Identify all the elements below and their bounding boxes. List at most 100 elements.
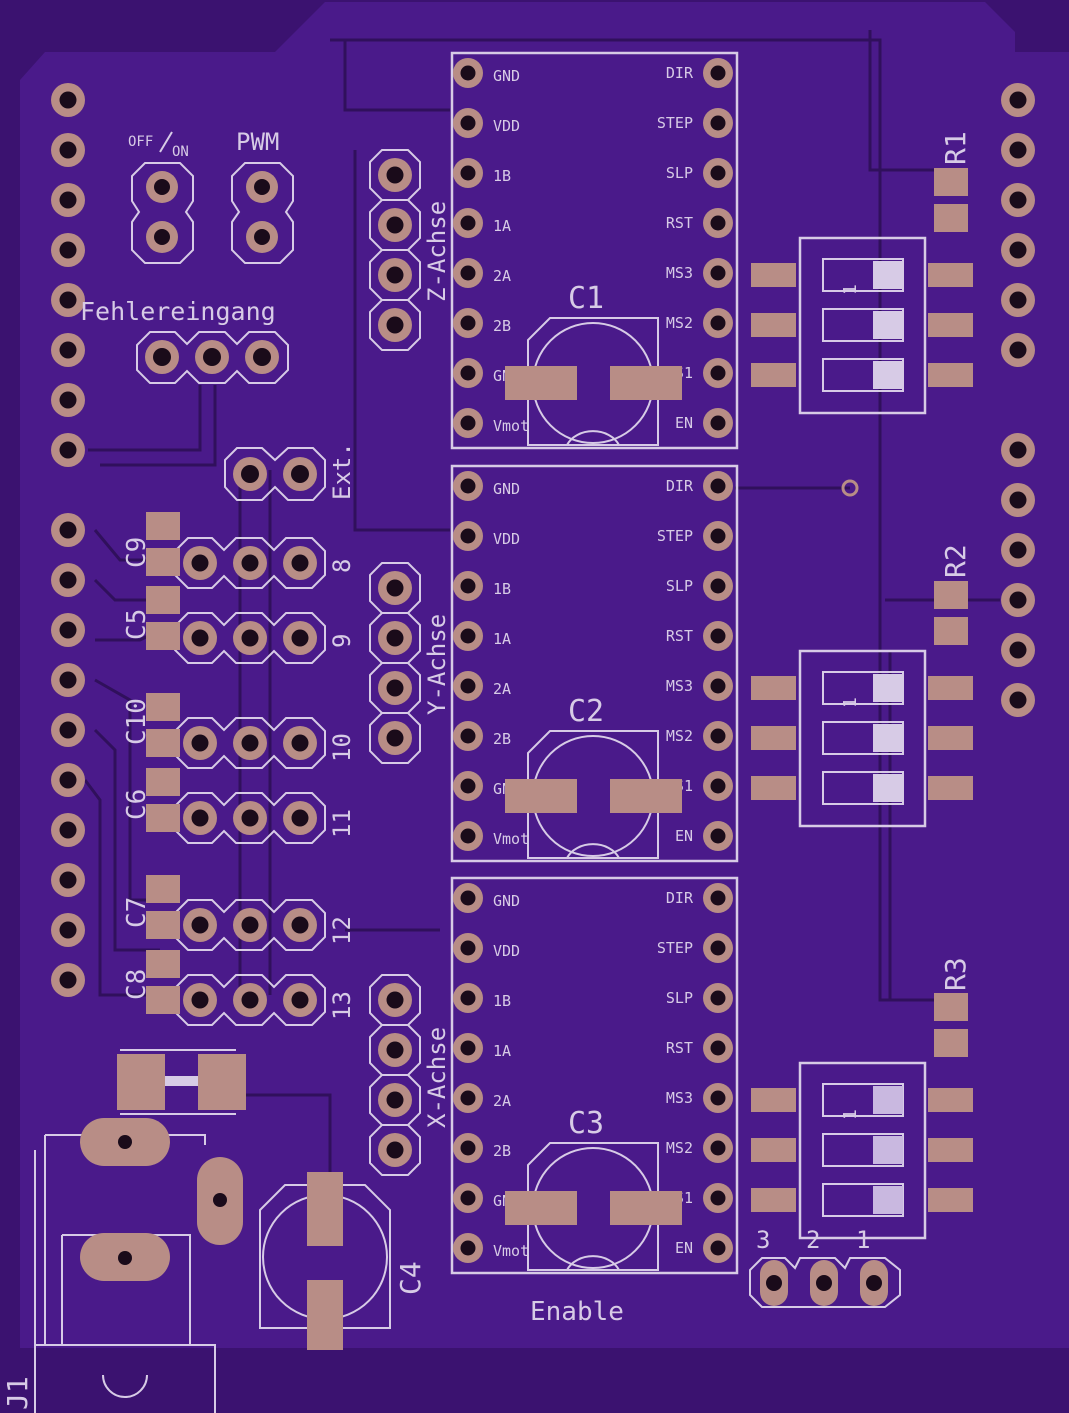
driver-pin-label: DIR	[666, 477, 694, 495]
capacitor-c4: C4	[259, 1172, 427, 1350]
pin12-label: 12	[328, 916, 356, 945]
capacitor-pad	[505, 1191, 577, 1225]
dip-number-label: 1	[840, 284, 861, 295]
driver-pin-label: STEP	[657, 527, 693, 545]
enable-label: Enable	[530, 1297, 624, 1327]
driver-pin-label: GND	[493, 67, 520, 85]
ext-label: Ext.	[328, 442, 356, 500]
dip-number-label: 1	[840, 1109, 861, 1120]
pwm-label: PWM	[236, 128, 279, 156]
c9-label: C9	[122, 537, 152, 568]
driver-pin-label: Vmot	[493, 417, 529, 435]
dip-pad	[928, 1188, 973, 1212]
stepper-drivers: GNDDIRVDDSTEP1BSLP1ARST2AMS32BMS2GNDMS1V…	[450, 51, 739, 1275]
off-on-jumper: OFF ON	[128, 131, 194, 264]
capacitor-pad	[610, 779, 682, 813]
dip-pad	[928, 363, 973, 387]
servo-row	[174, 899, 326, 951]
capacitor-pad	[146, 622, 180, 650]
driver-pin-label: 2A	[493, 267, 511, 285]
dip-pad	[751, 363, 796, 387]
dip-switches: 1 1 1	[751, 168, 973, 1240]
driver-z: GNDDIRVDDSTEP1BSLP1ARST2AMS32BMS2GNDMS1V…	[450, 51, 739, 450]
capacitor-pad	[505, 366, 577, 400]
y-axis-connector	[369, 562, 421, 764]
c5-label: C5	[122, 609, 152, 640]
capacitor-pad	[146, 548, 180, 576]
driver-pin-label: DIR	[666, 889, 694, 907]
r3-label: R3	[939, 957, 972, 991]
dip-pad	[751, 676, 796, 700]
capacitor-pad	[146, 512, 180, 540]
driver-pin-label: 2B	[493, 1142, 511, 1160]
dip-pad	[928, 676, 973, 700]
dip-switch: 1	[751, 581, 973, 828]
dip-switch: 1	[751, 168, 973, 415]
servo-row	[174, 974, 326, 1026]
fehlereingang-connector: Fehlereingang	[80, 297, 289, 384]
dip-number-label: 1	[840, 697, 861, 708]
servo-row	[174, 717, 326, 769]
dc-jack-j1: J1	[1, 1118, 243, 1413]
on-label: ON	[172, 144, 189, 160]
c7-label: C7	[122, 897, 152, 928]
right-header	[1001, 83, 1035, 717]
capacitor-pad	[146, 804, 180, 832]
driver-pin-label: GND	[493, 480, 520, 498]
dip-pad	[751, 776, 796, 800]
dip-pad	[928, 313, 973, 337]
off-label: OFF	[128, 134, 153, 150]
driver-x: GNDDIRVDDSTEP1BSLP1ARST2AMS32BMS2GNDMS1V…	[450, 876, 739, 1275]
resistor-pad	[934, 1029, 968, 1057]
pin9-label: 9	[328, 634, 356, 648]
c6-label: C6	[122, 789, 152, 820]
driver-pin-label: MS2	[666, 1139, 693, 1157]
resistor-pad	[934, 993, 968, 1021]
resistor-pad	[934, 617, 968, 645]
r1-label: R1	[939, 131, 972, 165]
driver-pin-label: SLP	[666, 989, 693, 1007]
dip-pad	[751, 263, 796, 287]
c1-label: C1	[568, 281, 604, 316]
driver-pin-label: 2A	[493, 680, 511, 698]
driver-pin-label: 1A	[493, 630, 511, 648]
servo-rows	[146, 512, 326, 1026]
dip-pad	[751, 313, 796, 337]
driver-pin-label: Vmot	[493, 1242, 529, 1260]
axis-connectors	[369, 149, 421, 1176]
dip-pad	[751, 726, 796, 750]
dip-pad	[928, 263, 973, 287]
driver-pin-label: RST	[666, 214, 693, 232]
resistor-pad	[934, 581, 968, 609]
c10-label: C10	[122, 698, 152, 745]
driver-pin-label: SLP	[666, 577, 693, 595]
dip-pad	[928, 1088, 973, 1112]
driver-pin-label: MS2	[666, 314, 693, 332]
driver-pin-label: RST	[666, 1039, 693, 1057]
c8-label: C8	[122, 969, 152, 1000]
resistor-pad	[934, 168, 968, 196]
driver-pin-label: 1B	[493, 167, 511, 185]
pin8-label: 8	[328, 559, 356, 573]
driver-pin-label: EN	[675, 827, 693, 845]
pwm-jumper: PWM	[231, 128, 294, 264]
dip-pad	[928, 726, 973, 750]
driver-pin-label: MS3	[666, 264, 693, 282]
capacitor-pad	[146, 693, 180, 721]
driver-pin-label: 2B	[493, 317, 511, 335]
driver-pin-label: DIR	[666, 64, 694, 82]
capacitor-pad	[505, 779, 577, 813]
via	[841, 479, 859, 497]
driver-pin-label: STEP	[657, 939, 693, 957]
driver-pin-label: MS3	[666, 677, 693, 695]
fehlereingang-label: Fehlereingang	[80, 297, 276, 326]
enable-connector: 3 2 1 Enable	[530, 1226, 901, 1327]
z-axis-connector	[369, 149, 421, 351]
driver-pin-label: 2A	[493, 1092, 511, 1110]
servo-row	[174, 792, 326, 844]
driver-pin-label: SLP	[666, 164, 693, 182]
driver-pin-label: 1B	[493, 992, 511, 1010]
pin13-label: 13	[328, 991, 356, 1020]
dip-pad	[928, 1138, 973, 1162]
driver-pin-label: VDD	[493, 530, 520, 548]
